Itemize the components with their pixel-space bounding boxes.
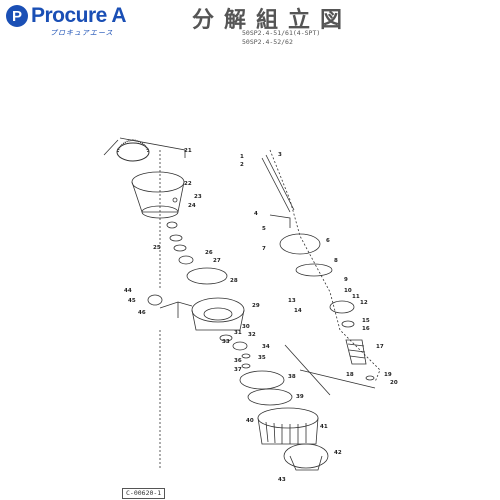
part-label-4: 4 [254,211,258,217]
part-29-casing-top [191,297,245,323]
part-label-35: 35 [258,355,266,361]
part-label-45: 45 [128,298,136,304]
part-25-washer-a [166,221,178,229]
logo-text: Procure A [31,4,127,27]
cable-line [261,157,291,213]
procure-logo: P Procure A [6,4,127,28]
part-label-26: 26 [205,250,213,256]
part-12-bearing [329,300,355,314]
part-label-21: 21 [184,148,192,154]
part-label-7: 7 [262,246,266,252]
part-37-washer [241,363,251,369]
part-25-washer-b [169,234,183,242]
bracket-line-left-top [119,137,186,158]
part-label-24: 24 [188,203,196,209]
part-21-coil [117,139,149,153]
part-label-11: 11 [352,294,360,300]
part-22-bottom [141,205,179,219]
part-label-37: 37 [234,367,242,373]
part-label-38: 38 [288,374,296,380]
part-label-27: 27 [213,258,221,264]
part-label-44: 44 [124,288,132,294]
part-label-14: 14 [294,308,302,314]
part-label-18: 18 [346,372,354,378]
part-label-43: 43 [278,477,286,483]
part-22-body [131,181,185,213]
part-label-5: 5 [262,226,266,232]
part-label-32: 32 [248,332,256,338]
part-label-16: 16 [362,326,370,332]
drawing-code: C-00620-1 [122,488,166,499]
part-label-40: 40 [246,418,254,424]
part-label-31: 31 [234,330,242,336]
part-22-top [131,171,185,193]
part-33-spacer [232,341,248,351]
guide-line-lower [284,344,331,396]
part-41-strainer-body [257,417,319,445]
part-19-nut [365,375,375,381]
part-6-cover [279,233,321,255]
part-label-19: 19 [384,372,392,378]
part-label-42: 42 [334,450,342,456]
part-21-shape [116,142,150,162]
part-label-3: 3 [278,152,282,158]
model-number-1: 50SP2.4-51/61(4-SPT) [242,29,321,37]
part-label-22: 22 [184,181,192,187]
part-42-base-body [289,455,323,471]
part-label-17: 17 [376,344,384,350]
cable-line-2 [265,154,295,211]
document-title: 分解組立図 [192,7,353,33]
part-label-34: 34 [262,344,270,350]
part-label-23: 23 [194,194,202,200]
part-29-impeller [203,307,233,321]
part-39-impeller [247,388,293,406]
part-25-washer-c [173,244,187,252]
part-46-flange-ring [147,294,163,306]
part-41-strainer-top [257,407,319,429]
part-label-39: 39 [296,394,304,400]
part-label-1: 1 [240,154,244,160]
part-23-screw [172,197,178,203]
part-label-36: 36 [234,358,242,364]
part-15-seal [341,320,355,328]
part-label-33: 33 [222,339,230,345]
guide-line-21 [103,139,119,156]
part-label-12: 12 [360,300,368,306]
part-8-oring [295,263,333,277]
part-31-washer [219,334,233,342]
part-label-8: 8 [334,258,338,264]
logo-mark-icon: P [6,5,28,27]
part-42-base [283,443,329,469]
part-label-25: 25 [153,245,161,251]
part-17-spring-coils [347,343,366,359]
part-29-casing-body [191,309,245,331]
part-35-nut [241,353,251,359]
part-label-46: 46 [138,310,146,316]
part-label-13: 13 [288,298,296,304]
part-38-plate [239,370,285,390]
part-label-29: 29 [252,303,260,309]
part-label-6: 6 [326,238,330,244]
model-number-2: 50SP2.4-52/62 [242,38,293,46]
guide-line-20 [299,369,376,389]
part-label-30: 30 [242,324,250,330]
part-label-2: 2 [240,162,244,168]
part-4-bracket [269,214,291,228]
part-label-15: 15 [362,318,370,324]
logo-subtext: プロキュアエース [50,30,114,37]
part-26-bearing [178,255,194,265]
part-label-41: 41 [320,424,328,430]
part-label-20: 20 [390,380,398,386]
part-28-oring [186,267,228,285]
part-label-10: 10 [344,288,352,294]
axis-line-right [269,149,381,383]
part-label-9: 9 [344,277,348,283]
part-45-flange [159,301,193,318]
part-41-strainer-slots [265,421,307,444]
part-label-28: 28 [230,278,238,284]
